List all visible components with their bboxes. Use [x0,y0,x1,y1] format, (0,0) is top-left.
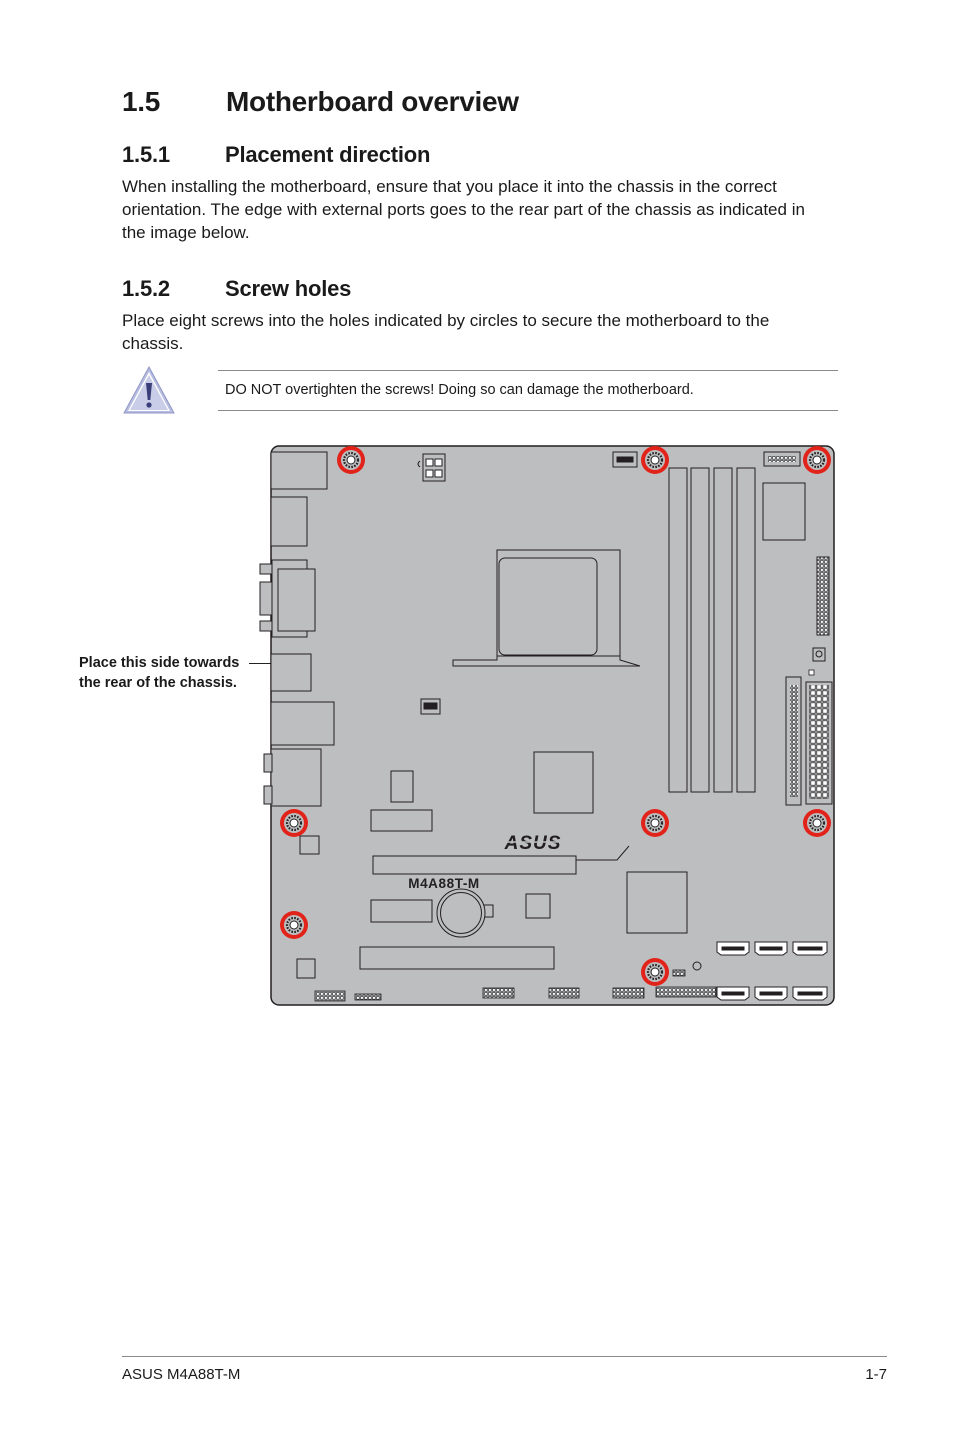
warning-triangle-icon [122,363,176,420]
screw-hole [280,911,308,939]
callout-line-2: the rear of the chassis. [79,675,237,691]
screw-hole [641,809,669,837]
callout-leader-line [249,663,283,664]
placement-paragraph: When installing the motherboard, ensure … [122,177,805,242]
caution-top-rule [218,370,838,371]
model-label: M4A88T-M [408,876,480,891]
dimm-slots [668,467,756,793]
screw-hole [641,446,669,474]
footer-left: ASUS M4A88T-M [122,1366,241,1383]
small-component [812,647,826,662]
subsection-title: Screw holes [225,276,352,301]
subsection-heading-screws: 1.5.2 Screw holes [122,276,351,302]
screw-hole [803,446,831,474]
callout-line-1: Place this side towards [79,655,240,671]
small-component [390,770,414,803]
section-title: Motherboard overview [226,86,519,117]
subsection-heading-placement: 1.5.1 Placement direction [122,142,430,168]
screw-hole [641,958,669,986]
fan-header [420,451,638,715]
cpu-power-connector [417,453,446,482]
southbridge-chip [626,871,688,934]
cpu-socket [452,549,641,667]
screw-holes-paragraph: Place eight screws into the holes indica… [122,311,770,353]
sata-connectors [716,941,828,1001]
northbridge-chip [533,751,594,814]
subsection-title: Placement direction [225,142,431,167]
section-heading: 1.5 Motherboard overview [122,86,519,118]
pci-slot [359,946,555,970]
cmos-battery [436,888,494,938]
small-component [296,958,316,979]
pin-header [816,556,830,636]
section-number: 1.5 [122,86,161,117]
bottom-headers [314,986,717,1002]
screw-holes [280,446,831,986]
asus-logo: ASUS [504,833,562,854]
motherboard-svg: ASUS M4A88T-M [259,445,835,1006]
small-component [525,893,551,919]
screw-hole [803,809,831,837]
pcie-x1-slot [370,809,433,832]
subsection-number: 1.5.2 [122,276,170,301]
caution-bottom-rule [218,410,838,411]
pcie-x16-slot [372,855,577,875]
asus-logo-text: ASUS [504,833,562,854]
footer-page-number: 1-7 [865,1366,887,1383]
footer-rule [122,1356,887,1357]
caution-text: DO NOT overtighten the screws! Doing so … [225,382,694,398]
screw-hole [280,809,308,837]
screw-hole [337,446,365,474]
pcie-x1-slot [370,899,433,923]
small-component [299,835,320,855]
chip [762,482,806,541]
rear-io-ports [259,451,335,807]
subsection-number: 1.5.1 [122,142,170,167]
motherboard-diagram: ASUS M4A88T-M [255,440,845,1015]
led-indicator [692,961,702,971]
